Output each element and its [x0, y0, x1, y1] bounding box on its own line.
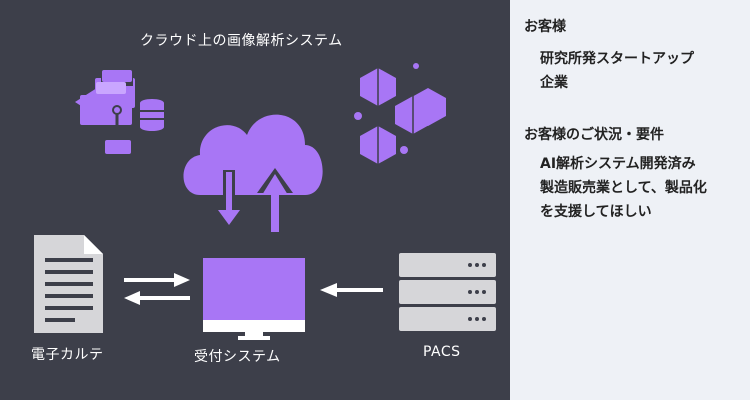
pacs-server-icon	[399, 253, 496, 331]
status-line: を支援してほしい	[540, 204, 652, 220]
cloud-system-title: クラウド上の画像解析システム	[140, 33, 343, 49]
cloud-upload-download-icon	[183, 114, 323, 232]
bidirectional-arrows-icon	[124, 273, 190, 305]
customer-line: 企業	[540, 75, 568, 91]
reception-system-label: 受付システム	[194, 349, 281, 365]
electronic-medical-record-icon	[34, 235, 103, 333]
architecture-diagram: クラウド上の画像解析システム 電子カルテ 受付システム PACS	[0, 0, 510, 400]
customer-description: 研究所発スタートアップ 企業	[540, 47, 694, 95]
pacs-label: PACS	[423, 344, 461, 360]
cubes-icon	[354, 63, 446, 164]
status-line: AI解析システム開発済み	[540, 156, 696, 172]
diagram-graphics	[34, 63, 496, 340]
monitor-icon	[203, 258, 305, 340]
status-line: 製造販売業として、製品化	[540, 180, 707, 196]
customer-line: 研究所発スタートアップ	[540, 51, 694, 67]
status-description: AI解析システム開発済み 製造販売業として、製品化 を支援してほしい	[540, 152, 707, 224]
customer-heading: お客様	[524, 19, 566, 35]
arrow-left-icon	[320, 283, 383, 297]
workflow-database-icon	[75, 70, 164, 154]
emr-label: 電子カルテ	[31, 347, 104, 363]
status-heading: お客様のご状況・要件	[524, 127, 664, 143]
customer-info-panel: お客様 研究所発スタートアップ 企業 お客様のご状況・要件 AI解析システム開発…	[510, 0, 750, 400]
